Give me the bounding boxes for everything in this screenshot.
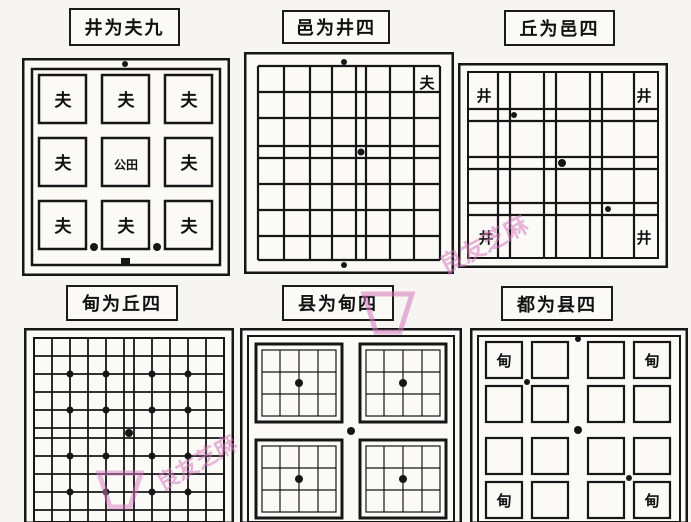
cell-fu-4: 夫: [55, 153, 73, 174]
corner-label-jing-bottom-right: 井: [636, 229, 651, 247]
cell-fu-1: 夫: [55, 90, 73, 111]
corner-label-dian-bottom-right: 甸: [643, 492, 659, 510]
panel-dian-diagram: [24, 328, 234, 522]
cell-fu-8: 夫: [118, 216, 136, 237]
panel-qiu-diagram: 井 井 井 井: [458, 63, 668, 268]
panel-xian-diagram: [240, 328, 462, 522]
cell-fu-9: 夫: [181, 216, 199, 237]
cell-fu-7: 夫: [55, 216, 73, 237]
panel-title-qiu: 丘为邑四: [504, 10, 615, 46]
panel-title-xian: 县为甸四: [282, 285, 394, 321]
corner-label-fu: 夫: [419, 74, 435, 92]
panel-title-yi: 邑为井四: [282, 10, 390, 44]
panel-title-jing: 井为夫九: [69, 8, 180, 46]
corner-label-dian-bottom-left: 甸: [495, 492, 511, 510]
cell-fu-3: 夫: [181, 90, 199, 111]
corner-label-jing-top-right: 井: [636, 87, 651, 105]
watermark-logo: [360, 291, 416, 335]
watermark-logo-2: [96, 470, 144, 510]
panel-title-du: 都为县四: [501, 286, 613, 321]
panel-jing-diagram: 夫 夫 夫 夫 公田 夫 夫 夫 夫: [22, 58, 230, 276]
corner-label-dian-top-right: 甸: [643, 352, 659, 370]
cell-fu-2: 夫: [118, 90, 136, 111]
panel-title-dian: 甸为丘四: [66, 285, 178, 321]
panel-yi-diagram: 夫: [244, 52, 454, 274]
cell-fu-6: 夫: [181, 153, 199, 174]
corner-label-dian-top-left: 甸: [495, 352, 511, 370]
cell-gongtian: 公田: [114, 158, 138, 172]
panel-du-diagram: 甸 甸 甸 甸: [470, 328, 688, 522]
corner-label-jing-bottom-left: 井: [478, 229, 493, 247]
corner-label-jing-top-left: 井: [476, 87, 491, 105]
